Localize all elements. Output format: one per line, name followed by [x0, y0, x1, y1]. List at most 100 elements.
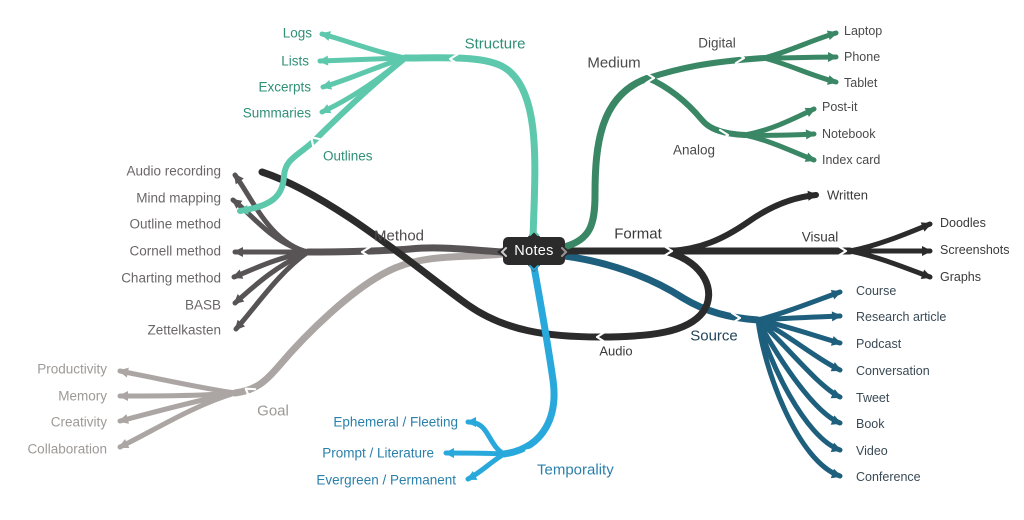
method-leaf-zettelkasten: [233, 249, 311, 332]
format-leaf-graphs: [847, 248, 933, 280]
node-ephemeral[interactable]: Ephemeral / Fleeting: [333, 414, 458, 430]
node-analog[interactable]: Analog: [672, 142, 716, 158]
branch-source-wires: [561, 252, 843, 479]
node-graphs[interactable]: Graphs: [940, 269, 981, 284]
node-indexcard[interactable]: Index card: [822, 152, 881, 167]
node-method[interactable]: Method: [373, 227, 425, 245]
chevron-goal: [244, 387, 257, 399]
structure-leaf-excerpts: [320, 55, 408, 90]
method-main-path: [304, 244, 507, 256]
medium-main-path: [560, 74, 652, 251]
junction-chevrons: [244, 51, 848, 460]
chevron-audio: [595, 330, 607, 344]
root-node-shape[interactable]: [497, 229, 571, 272]
node-collaboration[interactable]: Collaboration: [27, 441, 107, 457]
structure-main-path: [401, 54, 539, 242]
source-leaf-tweet: [755, 317, 843, 400]
branch-format-wires: [258, 168, 933, 341]
node-tweet[interactable]: Tweet: [856, 390, 890, 405]
chevron-digital: [734, 51, 746, 65]
root-node-label[interactable]: Notes: [514, 243, 554, 259]
format-leaf-doodles: [847, 221, 933, 254]
structure-outlines-link: [237, 55, 408, 215]
goal-leaf-collaboration: [117, 390, 238, 450]
node-format[interactable]: Format: [614, 225, 662, 243]
node-evergreen[interactable]: Evergreen / Permanent: [316, 472, 456, 488]
medium-leaf-phone: [761, 52, 839, 63]
node-productivity[interactable]: Productivity: [37, 361, 107, 377]
node-written[interactable]: Written: [827, 187, 868, 203]
branch-temporality-wires: [443, 263, 558, 482]
node-basb[interactable]: BASB: [184, 297, 221, 313]
chevron-source: [730, 311, 742, 325]
node-conference[interactable]: Conference: [856, 469, 921, 484]
node-notebook[interactable]: Notebook: [822, 126, 876, 141]
medium-leaf-tablet: [761, 55, 839, 85]
medium-leaf-postit: [742, 106, 817, 138]
node-tablet[interactable]: Tablet: [844, 75, 878, 90]
root-arrow-left-icon: [500, 247, 507, 257]
branch-goal-wires: [117, 250, 507, 450]
node-charting-method[interactable]: Charting method: [121, 270, 221, 286]
node-lists[interactable]: Lists: [281, 53, 309, 69]
chevron-format: [662, 244, 674, 258]
node-creativity[interactable]: Creativity: [50, 414, 107, 430]
medium-analog-path: [645, 75, 748, 138]
node-structure[interactable]: Structure: [464, 35, 526, 53]
node-outlines[interactable]: Outlines: [323, 148, 373, 164]
node-screenshots[interactable]: Screenshots: [940, 242, 1010, 257]
source-leaf-conference: [755, 317, 843, 479]
node-audio-recording[interactable]: Audio recording: [126, 163, 221, 179]
temporality-leaf-evergreen: [465, 451, 507, 482]
chevron-medium: [644, 71, 656, 85]
root-arrow-down-icon: [529, 265, 539, 272]
node-goal[interactable]: Goal: [257, 402, 289, 420]
node-book[interactable]: Book: [856, 416, 885, 431]
node-mind-mapping[interactable]: Mind mapping: [136, 190, 221, 206]
format-leaf-written: [667, 190, 819, 254]
node-prompt[interactable]: Prompt / Literature: [322, 445, 434, 461]
node-postit[interactable]: Post-it: [822, 99, 858, 114]
format-audio-path: [258, 168, 713, 341]
temporality-leaf-ephemeral: [465, 417, 507, 457]
root-arrow-right-icon: [561, 247, 568, 257]
chevron-method: [360, 245, 372, 259]
node-podcast[interactable]: Podcast: [856, 336, 902, 351]
node-logs[interactable]: Logs: [282, 25, 312, 41]
node-source[interactable]: Source: [690, 327, 738, 345]
node-laptop[interactable]: Laptop: [844, 23, 883, 38]
chevron-structure: [448, 52, 460, 66]
node-doodles[interactable]: Doodles: [940, 215, 986, 230]
node-excerpts[interactable]: Excerpts: [258, 79, 311, 95]
node-zettelkasten[interactable]: Zettelkasten: [147, 322, 221, 338]
medium-leaf-laptop: [761, 30, 839, 61]
node-temporality[interactable]: Temporality: [537, 461, 614, 479]
node-digital[interactable]: Digital: [698, 35, 736, 51]
node-summaries[interactable]: Summaries: [242, 105, 311, 121]
node-conversation[interactable]: Conversation: [856, 363, 930, 378]
chevron-temporality: [525, 447, 537, 460]
node-visual[interactable]: Visual: [801, 229, 839, 245]
node-phone[interactable]: Phone: [844, 49, 881, 64]
medium-digital-path: [645, 55, 767, 81]
chevron-visual: [836, 244, 848, 258]
goal-leaf-productivity: [117, 367, 238, 396]
method-leaf-mind-mapping: [230, 197, 311, 255]
temporality-leaf-prompt: [443, 448, 507, 459]
node-outline-method[interactable]: Outline method: [129, 216, 221, 232]
root-node-rect[interactable]: [503, 237, 565, 265]
node-cornell-method[interactable]: Cornell method: [129, 243, 221, 259]
source-main-path: [561, 252, 762, 324]
node-course[interactable]: Course: [856, 283, 897, 298]
source-leaf-book: [755, 317, 843, 426]
node-research-article[interactable]: Research article: [856, 309, 947, 324]
node-audio[interactable]: Audio: [599, 343, 633, 359]
root-arrow-up-icon: [529, 229, 539, 236]
node-memory[interactable]: Memory: [58, 388, 107, 404]
chevron-analog: [718, 128, 730, 142]
node-video[interactable]: Video: [856, 443, 888, 458]
root-notch-top: [526, 230, 542, 239]
node-medium[interactable]: Medium: [587, 54, 641, 72]
